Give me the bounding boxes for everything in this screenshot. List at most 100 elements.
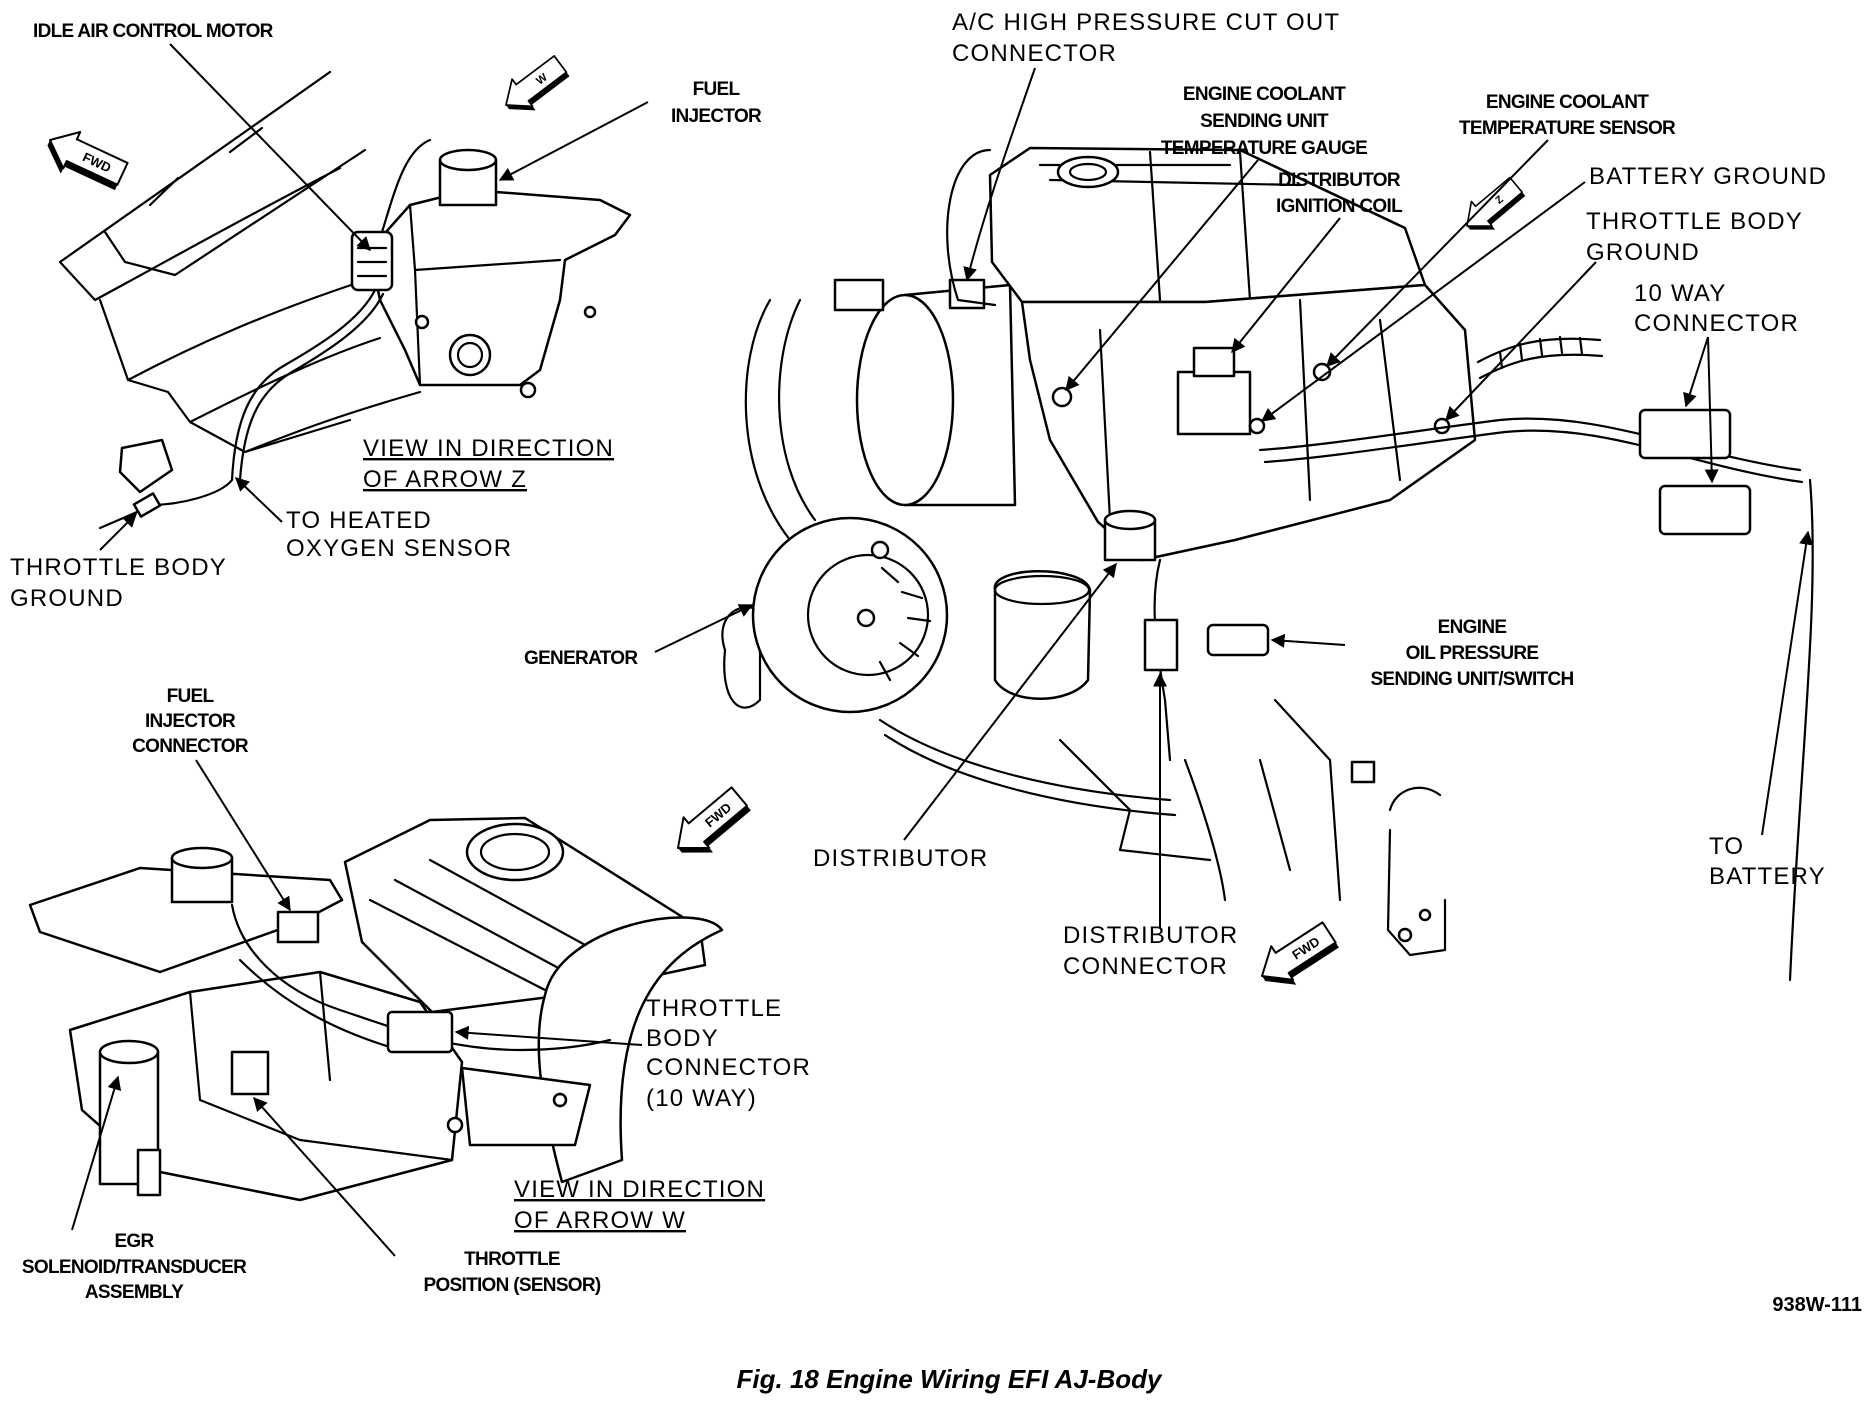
ignition-coil — [1176, 370, 1252, 436]
leader-throttle-body-connector — [454, 1025, 643, 1046]
coolant-temperature-sensor — [1312, 362, 1332, 382]
main-view-labels: A/C HIGH PRESSURE CUT OUT CONNECTOR ENGI… — [524, 9, 1826, 980]
valve-cover-ribs — [1038, 150, 1302, 302]
leader-engine-oil-pressure-sending-unit — [1270, 633, 1346, 648]
label-distributor-connector-line-1: DISTRIBUTOR — [1063, 922, 1238, 949]
leader-ten-way-connector-a — [1683, 336, 1709, 408]
ground-bolt — [132, 492, 162, 518]
oil-filler-cap — [1056, 155, 1120, 189]
view-arrow-w: W — [505, 55, 570, 111]
leader-to-heated-oxygen-sensor — [234, 477, 283, 523]
view-w-title-line-2: OF ARROW W — [514, 1207, 686, 1234]
label-oil-pressure-line-1: ENGINE — [1438, 617, 1507, 638]
arrow-shadow — [1467, 192, 1526, 230]
label-coolant-temp-sensor-line-2: TEMPERATURE SENSOR — [1459, 118, 1676, 139]
label-throttle-position-sensor-line-1: THROTTLE — [464, 1249, 560, 1270]
engine-mount-bracket — [1386, 786, 1447, 957]
main-engine-illustration — [721, 146, 1814, 982]
generator-terminal — [870, 540, 890, 560]
label-fuel-injector-connector-line-2: INJECTOR — [145, 711, 236, 732]
leader-egr-solenoid-transducer — [71, 1075, 122, 1231]
oil-filter — [993, 570, 1092, 700]
leader-fuel-injector — [498, 101, 649, 181]
ten-way-connector-b — [1658, 484, 1752, 536]
timing-cover — [946, 148, 997, 307]
bolt — [552, 1092, 568, 1108]
label-ac-connector-line-1: A/C HIGH PRESSURE CUT OUT — [952, 9, 1340, 36]
leader-ac-high-pressure-cut-out-connector — [963, 67, 1036, 282]
distributor-cap — [1103, 509, 1157, 531]
small-bracket — [1350, 760, 1376, 784]
label-fuel-injector-line-2: INJECTOR — [671, 106, 762, 127]
arrow-body — [505, 55, 568, 108]
leader-lines — [71, 43, 1814, 1257]
label-throttle-position-sensor-line-2: POSITION (SENSOR) — [423, 1275, 600, 1296]
label-throttle-body-connector-line-1: THROTTLE — [646, 995, 782, 1022]
throttle-position-sensor — [230, 1050, 270, 1096]
label-oil-pressure-line-3: SENDING UNIT/SWITCH — [1370, 669, 1573, 690]
throttle-body-housing — [368, 188, 632, 387]
leader-distributor — [903, 562, 1117, 841]
label-fuel-injector-connector-line-3: CONNECTOR — [132, 736, 249, 757]
label-throttle-body-ground-z-line-2: GROUND — [10, 585, 124, 612]
leader-fuel-injector-connector — [195, 759, 291, 912]
generator-rotor — [806, 553, 930, 677]
egr-solenoid-stub — [136, 1148, 162, 1197]
fuel-injector-top — [438, 148, 498, 172]
ac-connector-bracket — [833, 278, 885, 312]
leader-generator — [654, 604, 754, 653]
label-ignition-coil-line-2: IGNITION COIL — [1276, 196, 1403, 217]
ground-bracket — [118, 438, 174, 494]
throttle-bracket — [460, 1066, 592, 1147]
view-w-labels: FUEL INJECTOR CONNECTOR THROTTLE BODY CO… — [22, 686, 811, 1303]
label-egr-line-1: EGR — [114, 1231, 154, 1252]
lower-hose — [878, 718, 1177, 817]
leader-throttle-position-sensor — [253, 1096, 396, 1257]
view-w-illustration — [28, 816, 724, 1202]
distributor-connector — [1143, 618, 1179, 672]
view-arrow-z: Z — [1466, 176, 1526, 230]
leader-ten-way-connector-b — [1704, 336, 1719, 484]
battery-cable — [1788, 478, 1814, 982]
arrow-body — [1466, 176, 1523, 227]
label-distributor-connector-line-2: CONNECTOR — [1063, 953, 1228, 980]
label-throttle-body-ground-z-line-1: THROTTLE BODY — [10, 554, 227, 581]
transaxle-outline — [1058, 698, 1342, 902]
label-idle-air-control-motor: IDLE AIR CONTROL MOTOR — [33, 21, 274, 42]
label-generator: GENERATOR — [524, 648, 638, 669]
label-coolant-sending-unit-line-3: TEMPERATURE GAUGE — [1161, 138, 1367, 159]
view-z-title-line-1: VIEW IN DIRECTION — [363, 435, 614, 462]
label-fuel-injector-connector-line-1: FUEL — [167, 686, 215, 707]
label-egr-line-3: ASSEMBLY — [85, 1282, 184, 1303]
leader-battery-ground — [1260, 181, 1586, 422]
label-throttle-body-connector-line-3: CONNECTOR — [646, 1054, 811, 1081]
fwd-arrow-view-z: FWD — [47, 131, 129, 191]
fwd-arrow-view-w: FWD — [677, 786, 751, 853]
label-to-heated-oxygen-sensor-line-1: TO HEATED — [286, 507, 432, 534]
generator-housing — [751, 516, 949, 714]
oil-filler-cap-w — [465, 822, 565, 882]
throttle-cap-top — [170, 846, 234, 870]
view-z-illustration — [58, 70, 632, 530]
label-to-battery-line-2: BATTERY — [1709, 863, 1826, 890]
label-coolant-sending-unit-line-1: ENGINE COOLANT — [1183, 84, 1346, 105]
arrow-shadow — [506, 72, 570, 111]
fwd-arrow-main: FWD — [1261, 921, 1339, 985]
label-ten-way-connector-line-2: CONNECTOR — [1634, 310, 1799, 337]
throttle-port — [448, 333, 492, 377]
engine-block-details — [1098, 298, 1402, 522]
oil-filter-top — [993, 574, 1091, 606]
label-coolant-sending-unit-line-2: SENDING UNIT — [1200, 111, 1329, 132]
label-throttle-body-ground-line-2: GROUND — [1586, 239, 1700, 266]
label-to-battery-line-1: TO — [1709, 833, 1744, 860]
battery-ground-terminal — [1248, 417, 1266, 435]
generator-vents — [878, 566, 932, 682]
label-ignition-coil-line-1: DISTRIBUTOR — [1278, 170, 1401, 191]
arrow-body — [677, 786, 748, 849]
wiring-harness-z — [148, 138, 432, 507]
view-z-labels: IDLE AIR CONTROL MOTOR FUEL INJECTOR VIE… — [10, 21, 763, 612]
label-throttle-body-connector-line-4: (10 WAY) — [646, 1085, 757, 1112]
mount-bolt — [1418, 908, 1432, 922]
oil-filler-cap-w-inner — [479, 832, 551, 872]
label-ten-way-connector-line-1: 10 WAY — [1634, 280, 1727, 307]
